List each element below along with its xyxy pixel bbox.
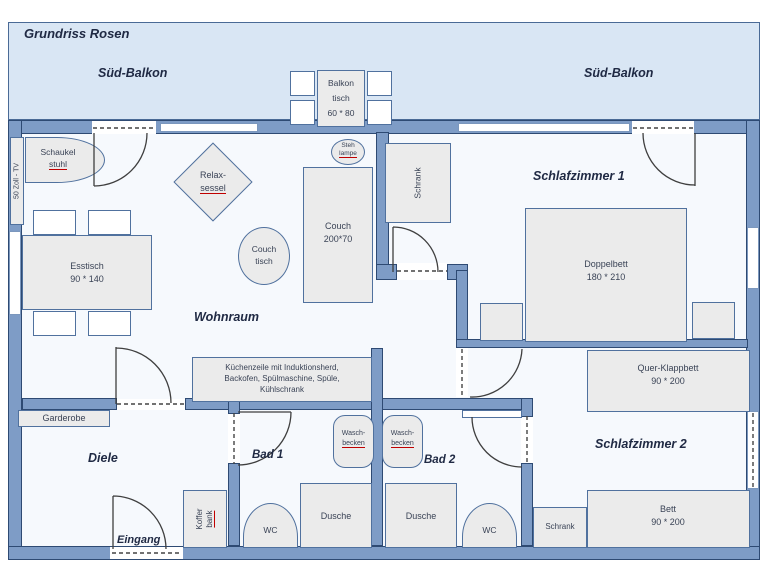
wc-bad1-label: WC [263,525,278,535]
esstisch-chair [33,311,76,336]
kueche-label: Küchenzeile mit Induktionsherd, Backofen… [224,363,340,394]
dusche-bad1-label: Dusche [320,511,352,521]
window-wohnraum-balcony [160,123,258,132]
window-sz1-east [747,227,759,289]
esstisch-label: Esstisch 90 * 140 [70,261,104,284]
wall-bad1-left-bottom [228,463,240,546]
balkon-tisch [317,70,365,127]
balcony-label-right: Süd-Balkon [584,66,654,80]
dusche-bad2-label: Dusche [405,511,437,521]
wall-bottom [8,546,760,560]
room-label-bad1: Bad 1 [252,449,284,461]
door-gap-wohnraum-balcony [92,121,156,134]
esstisch-chair [33,210,76,235]
door-gap-eingang [110,547,183,559]
schrank-sz1 [385,143,451,223]
door-gap-sz1 [397,263,447,280]
schaukelstuhl [25,137,105,183]
querklappbett [587,350,750,412]
window-sz2-east [747,411,759,489]
waschbecken-bad1-label: Wasch- becken [341,430,366,448]
doppelbett-label: Doppelbett 180 * 210 [584,259,628,282]
bett [587,490,750,548]
tv [10,137,24,225]
balkon-stuhl [290,100,315,125]
nachttisch [480,303,523,341]
waschbecken-bad2 [382,415,423,468]
wall-stub-a [376,264,397,280]
stehlampe-label: Steh lampe [339,142,357,158]
wc-bad2-label: WC [482,525,497,535]
balcony-label-left: Süd-Balkon [98,66,168,80]
couchtisch [238,227,290,285]
wall-bad2-right-top [521,398,533,417]
window-sz1-balcony [458,123,630,132]
room-label-schlafzimmer2: Schlafzimmer 2 [595,437,687,451]
couchtisch-label: Couch tisch [251,244,277,266]
schrank-sz2 [533,507,587,548]
door-gap-bad2 [521,417,533,463]
wall-corridor-right [456,270,468,347]
kofferbank [183,490,227,548]
waschbecken-bad1 [333,415,374,468]
garderobe-label: Garderobe [42,413,86,423]
balkon-stuhl [367,71,392,96]
room-label-diele: Diele [88,451,118,465]
page-title: Grundriss Rosen [24,26,130,41]
bett-label: Bett 90 * 200 [651,504,685,527]
couch [303,167,373,303]
door-gap-sz1-balcony [632,121,694,134]
balkon-stuhl [367,100,392,125]
balkon-tisch-label: Balkon tisch 60 * 80 [327,78,355,118]
door-gap-sz2 [456,348,468,397]
door-gap-bad1 [228,414,240,463]
doppelbett [525,208,687,342]
esstisch-chair [88,311,131,336]
schrank-sz2-label: Schrank [545,522,575,531]
couch-label: Couch 200*70 [323,221,353,244]
tv-label: 50 Zoll - TV [13,162,21,200]
room-label-eingang: Eingang [117,534,161,546]
balkon-stuhl [290,71,315,96]
room-label-bad2: Bad 2 [424,454,456,466]
nachttisch [692,302,735,339]
relaxsessel-label: Relax- sessel [199,170,226,194]
room-label-wohnraum: Wohnraum [194,310,260,324]
window-left-wall [9,231,21,315]
kofferbank-label: Koffer bank [195,508,215,530]
kueche [192,357,372,402]
wall-bad2-right-bottom [521,463,533,546]
door-gap-diele-wohnraum [117,399,185,410]
dusche-bad1 [300,483,372,548]
schaukelstuhl-label: Schaukel stuhl [40,147,76,170]
room-label-schlafzimmer1: Schlafzimmer 1 [533,169,625,183]
stehlampe [331,139,365,165]
querklappbett-label: Quer-Klappbett 90 * 200 [637,363,699,386]
garderobe [18,410,110,427]
esstisch [22,235,152,310]
wall-diele-north-a [22,398,117,410]
dusche-bad2 [385,483,457,548]
schrank-sz1-label: Schrank [412,167,423,199]
esstisch-chair [88,210,131,235]
waschbecken-bad2-label: Wasch- becken [390,430,415,448]
bad2-door-leaf [462,410,522,418]
